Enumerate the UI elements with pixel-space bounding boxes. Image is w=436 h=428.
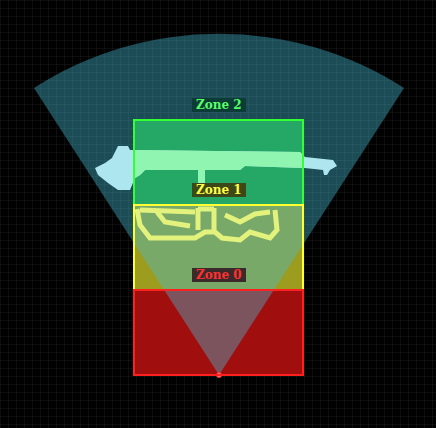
zone-box: Zone 0 [133, 289, 304, 376]
field-of-view [34, 34, 404, 375]
zone-label: Zone 2 [192, 98, 246, 112]
zone-label: Zone 0 [192, 268, 246, 282]
point-cloud [137, 208, 277, 240]
zone-label: Zone 1 [192, 183, 246, 197]
